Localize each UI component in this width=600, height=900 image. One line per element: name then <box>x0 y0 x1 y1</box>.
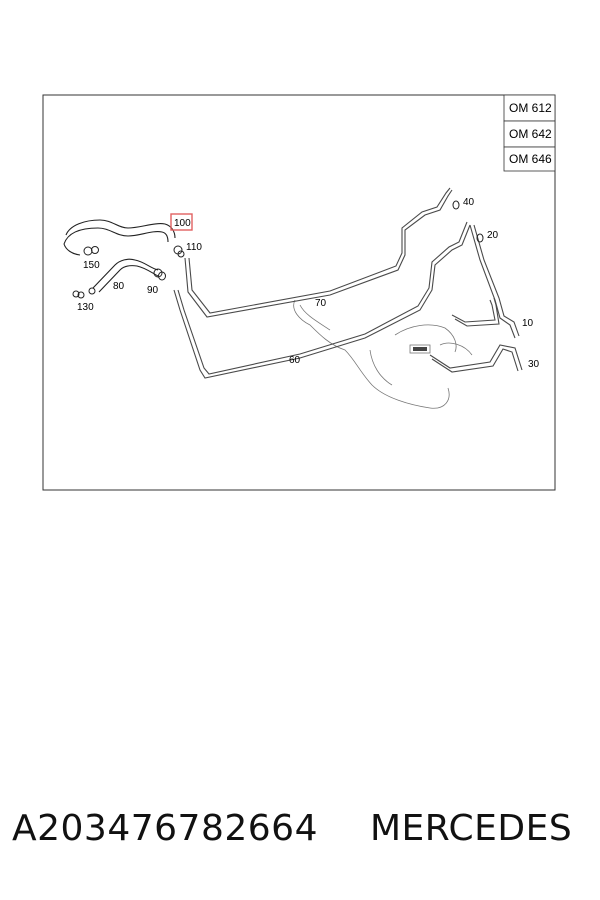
engine-code-om646: OM 646 <box>509 152 552 166</box>
engine-code-om612: OM 612 <box>509 101 552 115</box>
callout-10: 10 <box>522 318 534 329</box>
engine-code-box <box>503 146 556 172</box>
callout-110: 110 <box>186 242 202 253</box>
brand-name: MERCEDES <box>370 808 573 849</box>
hose-100 <box>65 219 176 239</box>
callout-90: 90 <box>147 285 159 296</box>
callout-60: 60 <box>289 355 301 366</box>
engine-code-box <box>503 94 556 122</box>
clip-110 <box>173 245 185 258</box>
caption-bar: A203476782664 MERCEDES <box>0 808 600 858</box>
line-30 <box>429 344 523 371</box>
callout-80: 80 <box>113 281 125 292</box>
engine-code-table: OM 612 OM 642 OM 646 <box>503 94 556 172</box>
callout-20: 20 <box>487 230 499 241</box>
diagram-border <box>42 94 556 491</box>
fitting-20 <box>476 233 484 243</box>
engine-code-box <box>503 120 556 148</box>
clip-90 <box>158 271 166 281</box>
fitting-40 <box>452 200 460 210</box>
callout-100: 100 <box>174 218 191 229</box>
engine-code-om642: OM 642 <box>509 127 552 141</box>
hose-80 <box>92 258 159 289</box>
part-number: A203476782664 <box>12 808 318 849</box>
line-10 <box>451 299 496 323</box>
callout-70: 70 <box>315 298 327 309</box>
callout-40: 40 <box>463 197 475 208</box>
line-70 <box>184 189 453 318</box>
highlight-box-100 <box>170 213 193 231</box>
line-60 <box>173 224 471 379</box>
callout-130: 130 <box>77 302 94 313</box>
engine-sketch <box>293 299 473 409</box>
callout-30: 30 <box>528 359 540 370</box>
callout-150: 150 <box>83 260 100 271</box>
clip-130 <box>72 290 85 299</box>
line-20 <box>469 224 516 339</box>
